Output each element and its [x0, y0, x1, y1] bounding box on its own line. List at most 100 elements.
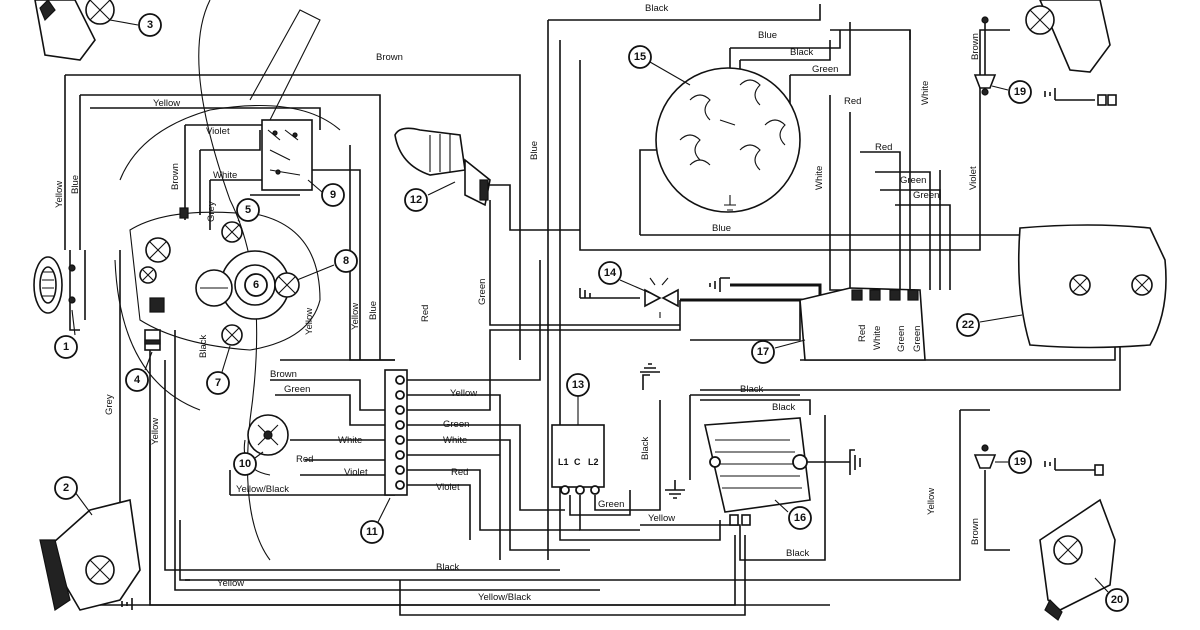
wire-label: White	[920, 81, 931, 105]
callout-11: 11	[360, 497, 391, 544]
wire-label: Brown	[270, 369, 297, 380]
callout-19-top: 19	[991, 80, 1032, 104]
wire-label: Green	[812, 64, 838, 75]
callout-label: 7	[215, 377, 221, 389]
callout-label: 9	[330, 189, 336, 201]
bulb-holder-top-right	[973, 16, 997, 96]
callout-label: 13	[572, 379, 584, 391]
light-unit-bottom-left	[39, 499, 141, 611]
callout-label: 19	[1014, 86, 1026, 98]
wire-label: Yellow	[450, 388, 477, 399]
wire-label: Black	[740, 384, 763, 395]
callout-4: 4	[125, 351, 153, 392]
callout-9: 9	[307, 179, 345, 207]
callout-8: 8	[296, 249, 358, 281]
ground-symbols	[121, 88, 1095, 610]
wire-label: Black	[436, 562, 459, 573]
wire-label: Violet	[206, 126, 230, 137]
callout-16: 16	[774, 499, 812, 530]
bulb-holder-bottom-right	[973, 444, 1104, 476]
wire-label: Violet	[344, 467, 368, 478]
wire-label: Red	[857, 325, 868, 342]
wire-label: Yellow/Black	[236, 484, 289, 495]
callout-label: 15	[634, 51, 646, 63]
wire-label: Yellow	[350, 303, 361, 330]
callout-label: 6	[253, 279, 259, 291]
callout-13: 13	[566, 373, 590, 425]
callout-label: 11	[366, 526, 378, 538]
wire-label: White	[213, 170, 237, 181]
wire-label: Red	[875, 142, 892, 153]
stop-light-switch	[394, 127, 491, 207]
wire-label: Black	[772, 402, 795, 413]
callout-5: 5	[236, 198, 260, 223]
wire-label: Yellow/Black	[478, 592, 531, 603]
spark-plug-lead	[579, 277, 679, 318]
wire-label: Green	[900, 175, 926, 186]
wire-label: Grey	[104, 394, 115, 415]
terminal-label-c: C	[574, 457, 581, 467]
callout-19-bottom: 19	[995, 450, 1032, 474]
wire-label: Yellow	[926, 488, 937, 515]
callout-label: 17	[757, 346, 769, 358]
wire-label: Brown	[970, 33, 981, 60]
wire-label: White	[872, 326, 883, 350]
callout-label: 10	[239, 458, 251, 470]
wire-label: Black	[645, 3, 668, 14]
terminal-label-l1: L1	[558, 457, 569, 467]
callout-label: 4	[134, 374, 141, 386]
wire-label: Blue	[529, 141, 540, 160]
wire-labels: Black Blue Black Green Brown Yellow Viol…	[54, 3, 981, 603]
terminal-block	[384, 369, 408, 496]
ignition-coil-box	[799, 287, 926, 361]
wire-label: Yellow	[304, 308, 315, 335]
wire-label: Black	[790, 47, 813, 58]
wire-label: Red	[420, 305, 431, 322]
wire-label: Brown	[170, 163, 181, 190]
wire-label: Green	[477, 279, 488, 305]
wire-label: Green	[284, 384, 310, 395]
callout-10: 10	[233, 451, 264, 476]
callout-label: 2	[63, 482, 69, 494]
callout-14: 14	[598, 261, 651, 294]
callout-17: 17	[751, 339, 806, 364]
ignition-switch	[243, 414, 289, 476]
wire-label: Yellow	[150, 418, 161, 445]
wire-label: Red	[844, 96, 861, 107]
instrument-cluster	[129, 207, 321, 351]
headlamp	[1017, 224, 1167, 349]
wire-label: Green	[896, 326, 907, 352]
wire-network	[64, 4, 1151, 616]
light-unit-top-right	[1025, 0, 1117, 106]
wire-label: Black	[198, 335, 209, 358]
wire-label: Blue	[758, 30, 777, 41]
callout-label: 19	[1014, 456, 1026, 468]
wire-label: Yellow	[217, 578, 244, 589]
connector-4	[144, 329, 161, 351]
callout-6: 6	[244, 273, 268, 297]
wire-label: Red	[296, 454, 313, 465]
callout-label: 5	[245, 204, 251, 216]
callout-label: 3	[147, 19, 153, 31]
wire-label: Blue	[712, 223, 731, 234]
wire-label: Grey	[206, 201, 217, 222]
switch-unit-9	[261, 119, 313, 191]
callout-15: 15	[628, 45, 691, 86]
terminal-label-l2: L2	[588, 457, 599, 467]
wire-label: Violet	[436, 482, 460, 493]
callout-label: 8	[343, 255, 349, 267]
wire-label: Yellow	[54, 181, 65, 208]
callout-22: 22	[956, 313, 1023, 337]
callout-12: 12	[404, 181, 456, 212]
voltage-regulator: L1 C L2	[551, 424, 605, 495]
horn	[33, 256, 76, 314]
callout-20: 20	[1094, 577, 1129, 612]
callout-label: 22	[962, 319, 974, 331]
callout-2: 2	[54, 476, 93, 516]
callout-1: 1	[54, 309, 78, 359]
wire-label: Green	[598, 499, 624, 510]
callout-label: 20	[1111, 594, 1123, 606]
wire-label: Blue	[70, 175, 81, 194]
wire-label: Green	[443, 419, 469, 430]
wire-label: Black	[640, 437, 651, 460]
